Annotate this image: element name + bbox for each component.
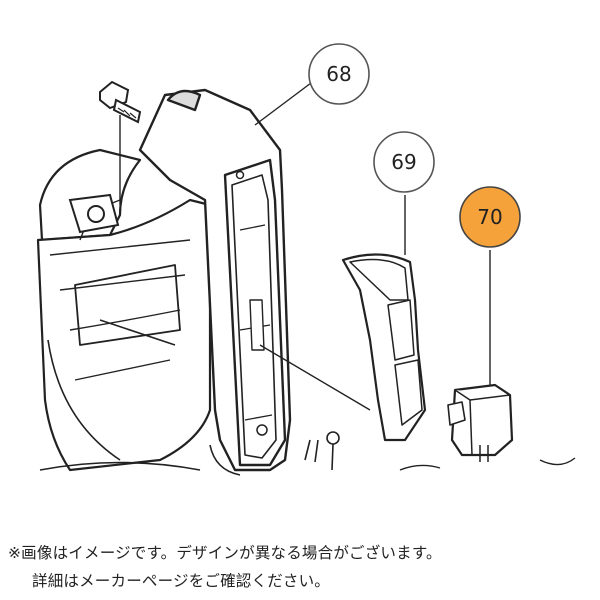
- leader-lines: [254, 79, 491, 411]
- leader-internal: [259, 344, 371, 411]
- wire-terminals: [304, 431, 576, 471]
- switch-unit: [447, 383, 514, 462]
- callout-label-68: 68: [326, 62, 351, 86]
- callout-69: 69: [373, 131, 435, 193]
- leader-68: [254, 79, 316, 126]
- disclaimer-line-1: ※画像はイメージです。デザインが異なる場合がございます。: [8, 544, 442, 562]
- callout-68: 68: [308, 43, 370, 105]
- handle-cover: [138, 88, 292, 472]
- mounting-boss: [68, 193, 120, 234]
- callout-label-69: 69: [391, 150, 416, 174]
- screw: [99, 80, 142, 124]
- base-outline: [39, 444, 241, 476]
- callout-70: 70: [459, 186, 521, 248]
- housing-body: [36, 148, 212, 472]
- disclaimer-line-2: 詳細はメーカーページをご確認ください。: [32, 572, 330, 590]
- trigger-lever: [341, 253, 427, 442]
- callout-label-70: 70: [477, 205, 502, 229]
